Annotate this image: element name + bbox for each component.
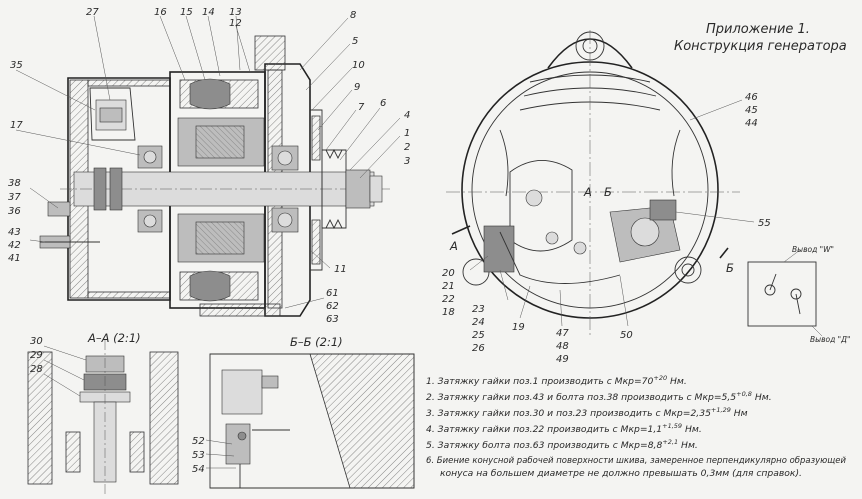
note-5: 5. Затяжку болта поз.63 производить с Мк… [426,438,698,451]
section-bb-view [205,353,415,489]
callout-43: 43 [8,227,21,238]
callout-2: 2 [404,142,410,153]
callout-17: 17 [10,120,23,131]
callout-9: 9 [354,82,360,93]
callout-48: 48 [556,341,569,352]
note-6: 6. Биение конусной рабочей поверхности ш… [426,455,846,466]
section-mark-a-left: А [449,239,458,253]
callout-53: 53 [192,450,205,461]
callout-24: 24 [472,317,485,328]
callout-14: 14 [202,7,215,18]
callout-4: 4 [404,110,410,121]
callout-23: 23 [472,304,485,315]
callout-47: 47 [556,328,569,339]
callout-28: 28 [30,364,43,375]
callout-50: 50 [620,330,633,341]
generator-end-view [446,30,755,336]
section-aa-label: А–А (2:1) [87,331,141,345]
callout-25: 25 [472,330,485,341]
callout-35: 35 [10,60,23,71]
terminal-d-label: Вывод "Д" [810,335,850,344]
callout-49: 49 [556,354,569,365]
terminal-w-label: Вывод "W" [792,245,834,254]
callout-5: 5 [352,36,358,47]
callout-3: 3 [404,156,410,167]
note-1: 1. Затяжку гайки поз.1 производить с Мкр… [426,374,687,387]
note-6-continued: конуса на большем диаметре не должно пре… [440,468,802,479]
section-aa-view [27,340,179,494]
callout-52: 52 [192,436,205,447]
callout-13: 13 [229,7,242,18]
callout-16: 16 [154,7,167,18]
callout-55: 55 [758,218,771,229]
section-mark-b-right: Б [726,261,734,275]
callout-63: 63 [326,314,339,325]
left-callouts: 27 16 15 14 13 12 8 5 10 9 7 6 4 1 2 3 3… [8,7,410,325]
appendix-subtitle: Конструкция генератора [674,39,847,54]
callout-46: 46 [745,92,758,103]
callout-26: 26 [472,343,485,354]
note-4: 4. Затяжку гайки поз.22 производить с Мк… [426,422,702,435]
generator-longitudinal-section [15,15,401,317]
callout-45: 45 [745,105,758,116]
appendix-title: Приложение 1. [706,22,810,37]
callout-41: 41 [8,253,21,264]
callout-61: 61 [326,288,339,299]
section-mark-a-center: А [583,185,592,199]
callout-11: 11 [334,264,347,275]
callout-19: 19 [512,322,525,333]
note-2: 2. Затяжку гайки поз.43 и болта поз.38 п… [426,390,772,403]
callout-10: 10 [352,60,365,71]
callout-37: 37 [8,192,21,203]
callout-27: 27 [86,7,99,18]
callout-21: 21 [442,281,455,292]
section-bb-label: Б–Б (2:1) [290,335,343,349]
technical-notes: 1. Затяжку гайки поз.1 производить с Мкр… [426,374,846,479]
callout-30: 30 [30,336,43,347]
callout-62: 62 [326,301,339,312]
section-mark-b-center: Б [604,185,612,199]
callout-1: 1 [404,128,410,139]
callout-44: 44 [745,118,758,129]
note-3: 3. Затяжку гайки поз.30 и поз.23 произво… [426,406,748,419]
callout-7: 7 [358,102,365,113]
callout-15: 15 [180,7,193,18]
callout-12: 12 [229,18,242,29]
callout-29: 29 [30,350,43,361]
callout-20: 20 [442,268,455,279]
callout-6: 6 [380,98,386,109]
terminal-detail [747,249,823,337]
right-callouts: 46 45 44 55 20 21 22 18 23 24 25 26 19 4… [442,92,771,365]
callout-22: 22 [442,294,455,305]
callout-38: 38 [8,178,21,189]
callout-36: 36 [8,206,21,217]
callout-54: 54 [192,464,205,475]
callout-42: 42 [8,240,21,251]
callout-18: 18 [442,307,455,318]
callout-8: 8 [350,10,356,21]
